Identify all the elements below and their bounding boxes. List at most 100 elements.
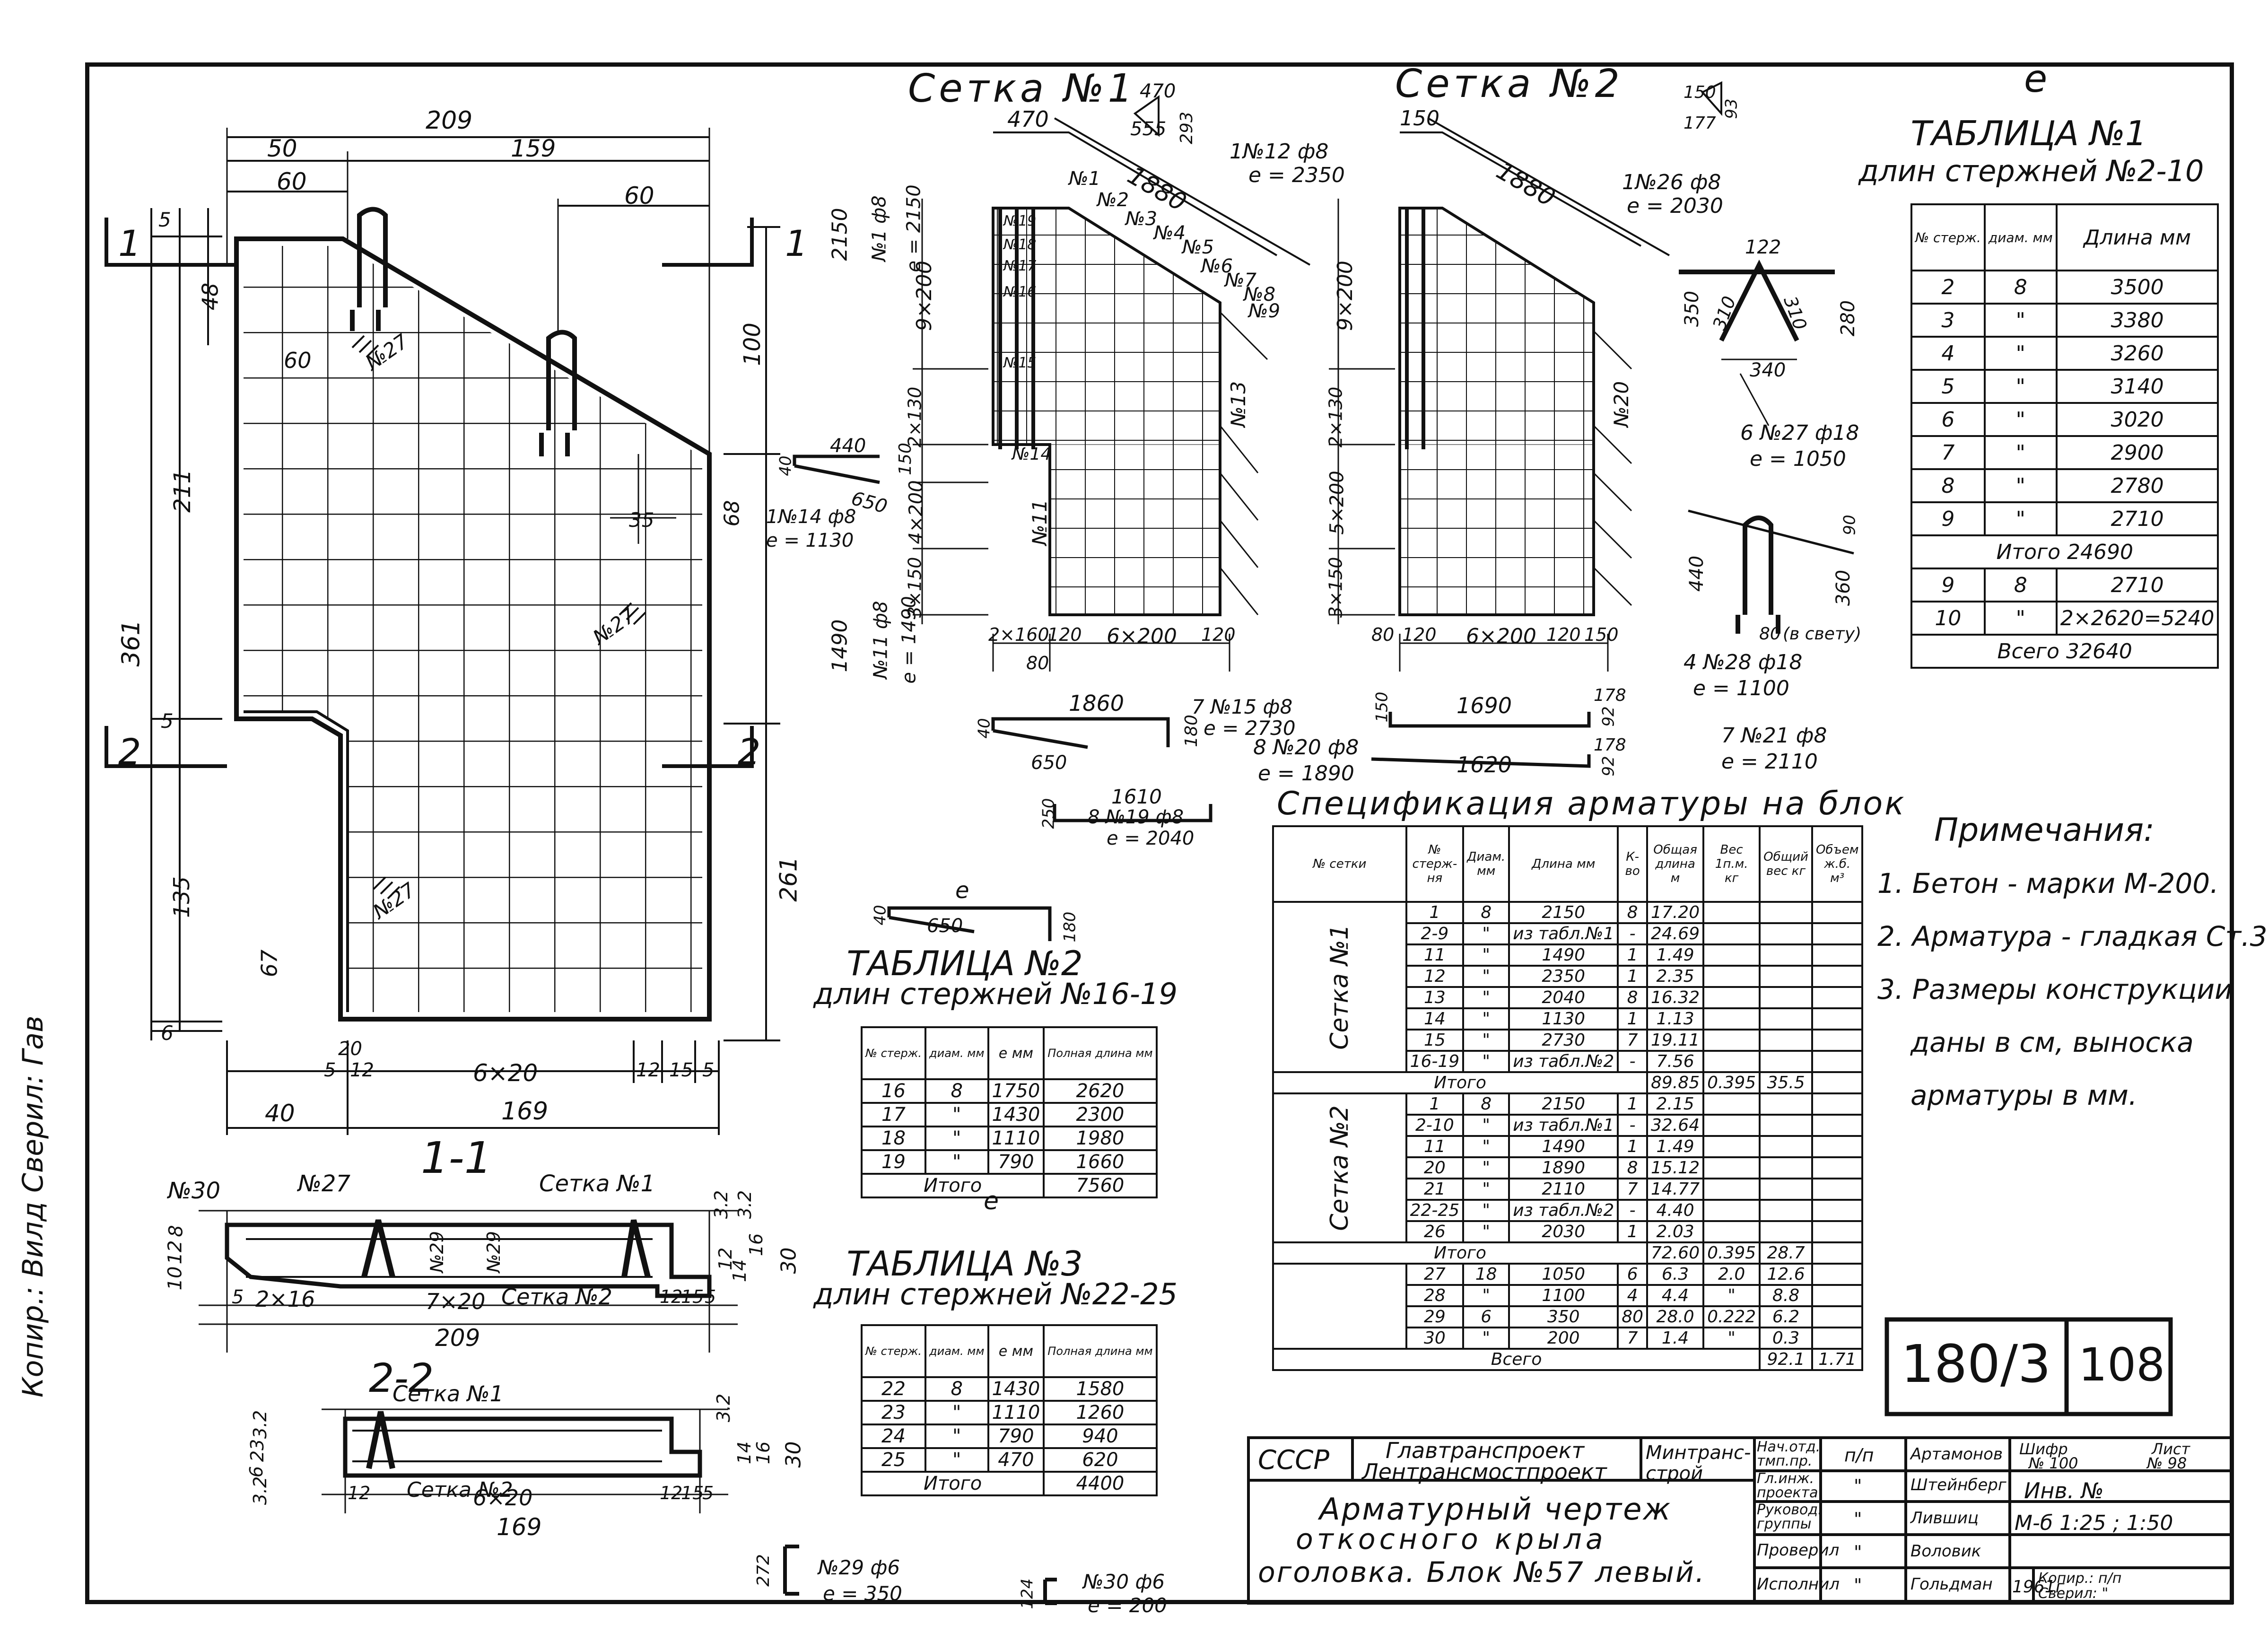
table3-title: ТАБЛИЦА №3 xyxy=(846,1244,1083,1284)
spec-cell: " xyxy=(1462,1327,1510,1350)
s22-right-32: 3.2 xyxy=(713,1393,734,1423)
t2-cell: 1750 xyxy=(987,1078,1045,1104)
mesh1-bar-n15: №15 xyxy=(1003,355,1037,371)
mesh1-geometry xyxy=(913,95,1310,672)
t3-cell: 620 xyxy=(1043,1447,1158,1473)
d14-440: 440 xyxy=(830,435,866,457)
spec-cell: 20 xyxy=(1405,1156,1465,1179)
t1-row: 4"3260 xyxy=(1910,336,2219,371)
plan-dim-159: 159 xyxy=(511,135,556,162)
t1-row: 9"2710 xyxy=(1910,501,2219,536)
spec-cell: " xyxy=(1462,1284,1510,1307)
s11-left-10: 10 xyxy=(164,1266,186,1291)
spec-head-cell: Диам. мм xyxy=(1462,825,1510,903)
spec-cell xyxy=(1811,1092,1864,1116)
spec-cell: 0.222 xyxy=(1702,1305,1761,1328)
tb-name-3: Воловик xyxy=(1910,1542,1981,1561)
spec-cell xyxy=(1702,943,1761,967)
spec-cell xyxy=(1759,922,1813,945)
t2-cell: " xyxy=(925,1102,989,1127)
spec-cell: 15 xyxy=(1405,1029,1465,1052)
tb-list-label: Лист xyxy=(2152,1440,2190,1458)
spec-cell: 1050 xyxy=(1508,1263,1619,1286)
d19-1610: 1610 xyxy=(1111,785,1162,808)
spec-cell: 7.56 xyxy=(1646,1050,1705,1073)
table2: № стерж. диам. мм е мм Полная длина мм 1… xyxy=(860,1026,1158,1198)
mesh1-bar-n13: №13 xyxy=(1227,381,1250,428)
t1-cell: 2 xyxy=(1910,270,1986,305)
spec-cell: 1100 xyxy=(1508,1284,1619,1307)
mesh1-bottom-6x200: 6×200 xyxy=(1107,624,1177,648)
d28-clear: (в свету) xyxy=(1783,624,1862,644)
spec-total2-total: 28.7 xyxy=(1759,1241,1813,1265)
spec-cell xyxy=(1811,986,1864,1009)
tb-name-1: Штейнберг xyxy=(1910,1476,2006,1494)
s11-left-8: 8 xyxy=(165,1225,187,1237)
t3-cell: 23 xyxy=(860,1400,927,1425)
s11-bottom-15: 15 xyxy=(681,1286,704,1307)
t1-cell: " xyxy=(1983,402,2058,437)
plan-right-261: 261 xyxy=(775,856,803,902)
spec-cell: 14 xyxy=(1405,1007,1465,1031)
spec-cell: 1 xyxy=(1405,1092,1465,1116)
plan-right-100: 100 xyxy=(739,323,766,366)
spec-cell xyxy=(1811,1199,1864,1222)
d29-272: 272 xyxy=(753,1554,773,1587)
table2-title: ТАБЛИЦА №2 xyxy=(846,943,1083,983)
spec-head-cell: № стерж-ня xyxy=(1405,825,1465,903)
d28-440: 440 xyxy=(1686,555,1708,592)
spec-cell: 21 xyxy=(1405,1178,1465,1201)
mesh2-title: Сетка №2 xyxy=(1395,61,1623,106)
t2-cell: 1660 xyxy=(1043,1149,1158,1175)
tb-pp-4: " xyxy=(1854,1575,1862,1596)
d21-178: 178 xyxy=(1594,686,1626,705)
s11-bottom-5: 5 xyxy=(232,1286,244,1308)
spec-cell: 1.4 xyxy=(1646,1327,1705,1350)
spec-cell: 2.35 xyxy=(1646,965,1705,988)
tb-role-2: Руковод. группы xyxy=(1757,1502,1823,1532)
d21-92: 92 xyxy=(1599,706,1618,727)
t1-cell: 3380 xyxy=(2055,303,2219,338)
spec-cell: 1 xyxy=(1617,1007,1649,1031)
tb-title-1: Арматурный чертеж xyxy=(1319,1492,1672,1527)
mesh2-left-5x200: 5×200 xyxy=(1326,471,1348,535)
t1-cell: 3140 xyxy=(2055,369,2219,404)
t1-total2: Всего 32640 xyxy=(1910,634,2219,669)
mesh1-bar-n7: №7 xyxy=(1225,270,1257,291)
mesh1-hook-293: 293 xyxy=(1177,112,1196,144)
t2-cell: 17 xyxy=(860,1102,927,1127)
spec-cell: 2.15 xyxy=(1646,1092,1705,1116)
tb-pp-3: " xyxy=(1854,1542,1862,1563)
spec-cell: 24.69 xyxy=(1646,922,1705,945)
t1-row: 5"3140 xyxy=(1910,369,2219,404)
table2-subtitle: длин стержней №16-19 xyxy=(813,977,1178,1011)
t1-cell: " xyxy=(1983,501,2058,536)
section-mark-1-right: 1 xyxy=(785,222,808,264)
t2-total-label: Итого xyxy=(860,1173,1045,1198)
t2-cell: 18 xyxy=(860,1126,927,1151)
tb-name-0: Артамонов xyxy=(1910,1445,2003,1464)
t3-cell: 790 xyxy=(987,1424,1045,1449)
plan-view xyxy=(105,128,780,1135)
t3-head-diam: диам. мм xyxy=(925,1324,989,1378)
s11-label-n29a: №29 xyxy=(426,1231,447,1273)
spec-cell: 1 xyxy=(1617,1135,1649,1158)
d14-length: е = 1130 xyxy=(766,530,854,551)
spec-cell: " xyxy=(1462,1050,1510,1073)
t3-cell: 940 xyxy=(1043,1424,1158,1449)
spec-head-cell: № сетки xyxy=(1272,825,1407,903)
spec-cell xyxy=(1702,1029,1761,1052)
s11-left-12: 12 xyxy=(164,1240,186,1265)
mesh1-bar-n19: №19 xyxy=(1003,213,1037,229)
t1-cell: 9 xyxy=(1910,501,1986,536)
d15-1860: 1860 xyxy=(1069,690,1125,716)
spec-cell: - xyxy=(1617,1114,1649,1137)
spec-head-cell: К-во xyxy=(1617,825,1649,903)
